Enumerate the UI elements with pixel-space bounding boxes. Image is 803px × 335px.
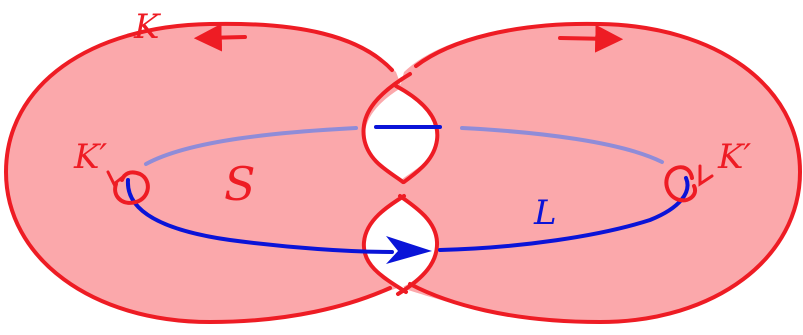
curve-L-back (144, 126, 664, 166)
curve-back-right (460, 126, 664, 164)
meridian-right (664, 164, 714, 203)
curve-front-right (438, 176, 690, 252)
knot-arrow-right (558, 24, 624, 53)
knot-right-outer-arc (408, 21, 803, 325)
label-L: L (533, 193, 557, 233)
curve-arrow (386, 236, 432, 264)
knot-left-outer-arc (3, 21, 394, 325)
knot-twist-strand-c (361, 194, 408, 294)
twist-window-top (364, 88, 438, 180)
left-lobe-fill (6, 23, 440, 322)
knot-twist-strand-b (394, 84, 440, 184)
knot-twist-strand-d (396, 194, 440, 296)
curve-front-left (125, 178, 394, 254)
label-K: K (133, 7, 162, 47)
meridian-left (106, 170, 150, 205)
knot-K (3, 21, 803, 325)
curve-L-front (125, 176, 690, 254)
label-S: S (224, 157, 256, 211)
curve-back-left (144, 126, 358, 166)
knot-arrow-left (193, 23, 247, 52)
label-K-prime-right: K′ (717, 137, 751, 177)
knot-twist-strand-a (361, 72, 412, 184)
label-K-prime-left: K′ (73, 137, 107, 177)
